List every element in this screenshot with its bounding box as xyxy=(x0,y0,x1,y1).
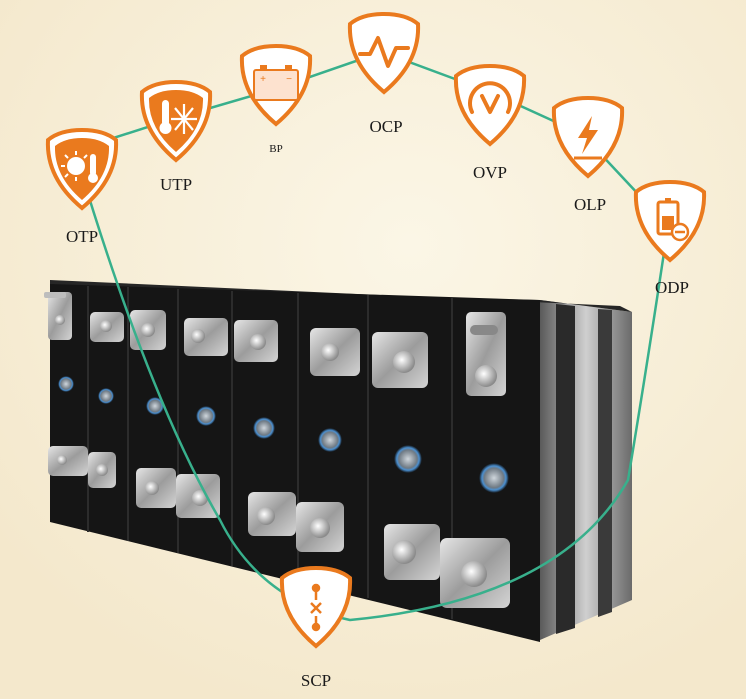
current-wave-icon xyxy=(358,36,410,68)
thermometer-snowflake-icon xyxy=(159,100,197,134)
side-plate-gap xyxy=(556,304,575,634)
ocp-shield xyxy=(347,11,421,95)
bottom-busbars xyxy=(48,446,510,608)
scp-shield xyxy=(279,565,353,649)
odp-label: ODP xyxy=(655,278,689,297)
voltage-gauge-icon xyxy=(468,81,512,114)
olp-shield xyxy=(551,95,625,179)
lightning-icon xyxy=(574,116,602,160)
ovp-label: OVP xyxy=(473,163,507,182)
top-edge xyxy=(50,280,632,312)
odp-shield xyxy=(633,179,707,263)
side-plate-gap xyxy=(598,309,612,617)
cell-vents xyxy=(58,376,509,493)
otp-shield xyxy=(45,127,119,211)
battery-minus-icon xyxy=(656,198,690,242)
svg-text:−: − xyxy=(286,74,292,85)
utp-shield xyxy=(139,79,213,163)
top-busbars xyxy=(44,292,506,396)
battery-pack xyxy=(44,280,632,642)
short-circuit-icon xyxy=(310,583,322,632)
ocp-label: OCP xyxy=(369,117,402,136)
bp-label: BP xyxy=(269,143,282,155)
otp-label: OTP xyxy=(66,227,98,246)
connector-loop xyxy=(78,50,670,622)
bp-shield: + − xyxy=(239,43,313,127)
ovp-shield xyxy=(453,63,527,147)
olp-label: OLP xyxy=(574,195,606,214)
side-plate xyxy=(540,300,632,640)
utp-label: UTP xyxy=(160,175,192,194)
scp-label: SCP xyxy=(301,671,331,690)
battery-icon: + − xyxy=(253,65,299,101)
svg-text:+: + xyxy=(260,74,266,85)
sun-thermometer-icon xyxy=(61,151,98,183)
